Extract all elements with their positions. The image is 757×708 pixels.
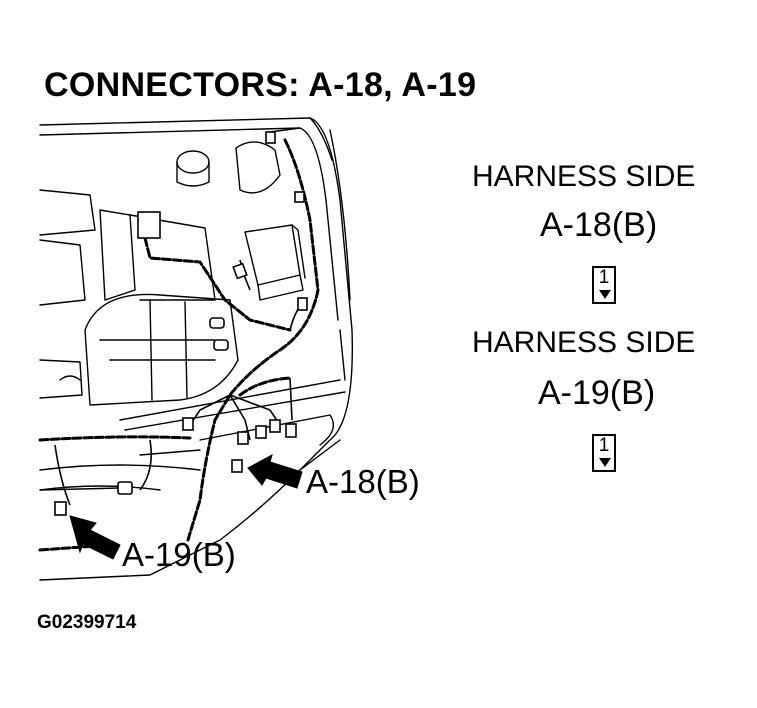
pin-number: 1 bbox=[598, 267, 610, 288]
harness-label-a18: HARNESS SIDE bbox=[472, 160, 696, 193]
lock-triangle-icon bbox=[599, 290, 611, 299]
page-title: CONNECTORS: A-18, A-19 bbox=[44, 66, 477, 104]
callout-a19: A-19(B) bbox=[122, 536, 236, 573]
pin-number: 1 bbox=[598, 435, 610, 456]
connector-code-a18: A-18(B) bbox=[540, 206, 658, 244]
callout-a18: A-18(B) bbox=[306, 463, 420, 500]
figure-id: G02399714 bbox=[37, 612, 137, 633]
lock-triangle-icon bbox=[599, 458, 611, 467]
connector-code-a19: A-19(B) bbox=[538, 374, 656, 412]
connector-face-a18: 1 bbox=[592, 266, 616, 304]
connector-face-a19: 1 bbox=[592, 434, 616, 472]
harness-label-a19: HARNESS SIDE bbox=[472, 326, 696, 359]
